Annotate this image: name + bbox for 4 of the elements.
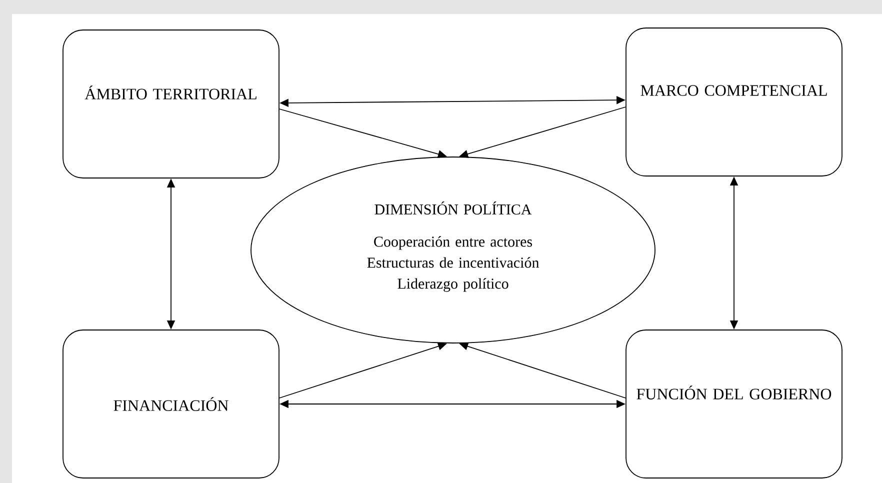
rounded-box: FUNCIÓN DEL GOBIERNO: [626, 330, 842, 478]
rounded-box: ÁMBITO TERRITORIAL: [62, 30, 280, 178]
rounded-box: FINANCIACIÓN: [62, 330, 280, 478]
rounded-box: MARCO COMPETENCIAL: [626, 28, 842, 176]
